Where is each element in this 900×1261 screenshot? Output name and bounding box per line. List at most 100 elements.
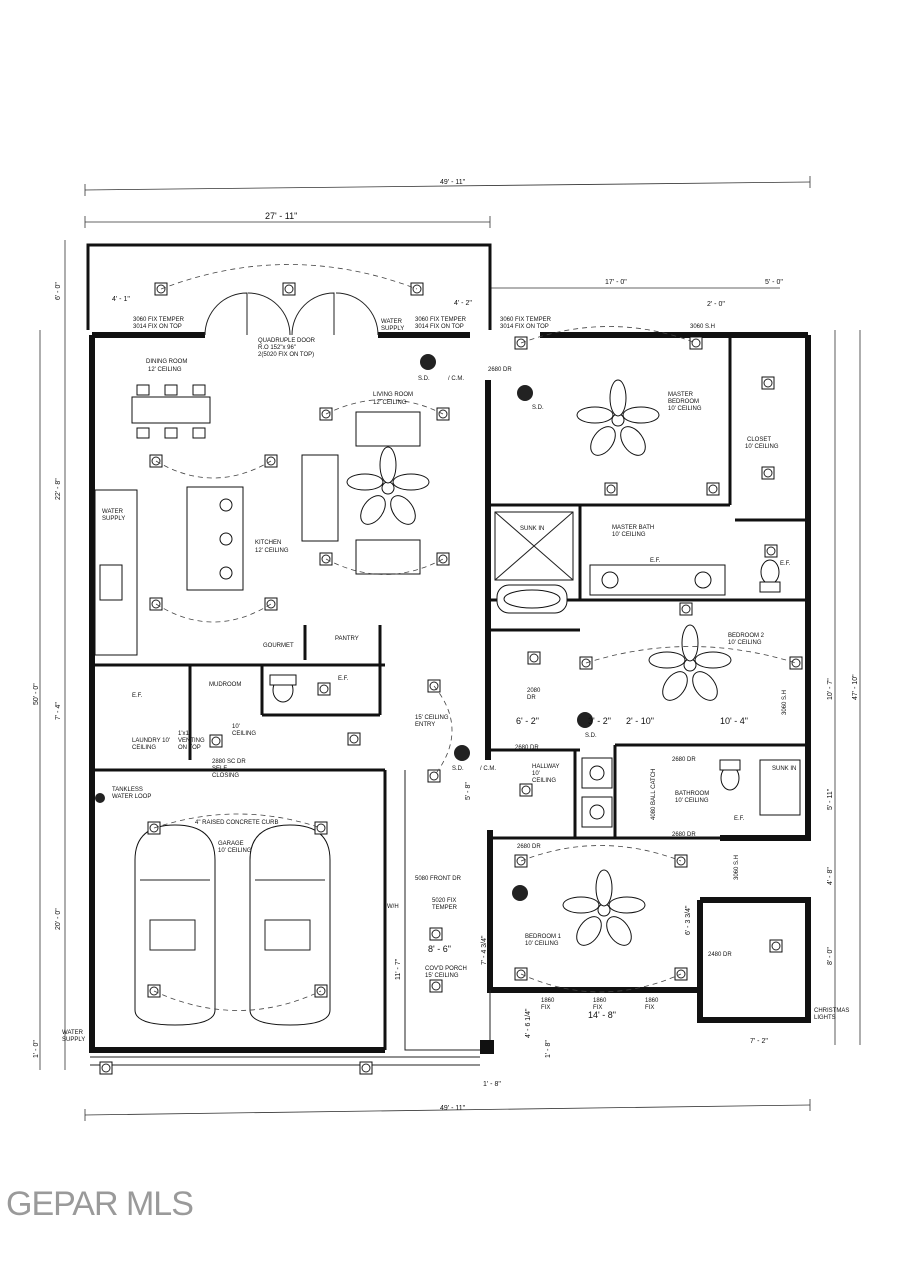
note-dr-2680-e: 2680 DR xyxy=(517,844,541,850)
dim-6-0: 6' - 0" xyxy=(55,282,62,300)
dim-depth-right: 47' - 10" xyxy=(852,674,859,700)
quadruple-door[interactable] xyxy=(204,292,379,336)
note-fix-temper-1: 3060 FIX TEMPER xyxy=(133,317,185,323)
wiring xyxy=(153,264,797,1011)
toilets xyxy=(269,559,781,791)
ceiling-fan-bedroom1 xyxy=(562,869,646,946)
note-quad-door-fix: 2(5020 FIX ON TOP) xyxy=(258,352,314,358)
label-entry: ENTRY xyxy=(415,722,435,728)
dim-5-11: 5' - 11" xyxy=(827,788,834,810)
interior-dimensions: 6' - 2" 2' - 10" 10' - 4" 3' - 2" 14' - … xyxy=(395,716,748,1088)
note-quad-door-ro: R.O 152"x 96" xyxy=(258,345,296,351)
dim-depth-left: 50' - 0" xyxy=(33,683,40,705)
label-gourmet: GOURMET xyxy=(263,643,294,649)
hall-bath-sinks xyxy=(581,757,613,828)
note-water-3: WATER xyxy=(62,1030,84,1036)
label-hallway-ceiling: 10' xyxy=(532,771,540,777)
note-sd-4: S.D. xyxy=(452,766,464,772)
label-kitchen: KITCHEN xyxy=(255,540,281,546)
note-ceiling-10b: CEILING xyxy=(232,731,256,737)
note-ef-3: E.F. xyxy=(650,558,661,564)
dim-20-0: 20' - 0" xyxy=(55,908,62,930)
dining-table xyxy=(131,384,211,439)
dim-2-0: 2' - 0" xyxy=(707,301,725,308)
note-ef-4: E.F. xyxy=(780,561,791,567)
dim-5-0: 5' - 0" xyxy=(765,279,783,286)
kitchen-island xyxy=(186,486,244,591)
bathtub xyxy=(496,584,568,614)
dim-10-7: 10' - 7" xyxy=(827,678,834,700)
note-tankless2: WATER LOOP xyxy=(112,794,151,800)
note-fix-top-1: 3014 FIX ON TOP xyxy=(133,324,182,330)
note-1860-a: 1860 xyxy=(541,998,555,1004)
label-master: MASTER xyxy=(668,392,694,398)
label-closet: CLOSET xyxy=(747,437,771,443)
label-master-bath-ceiling: 10' CEILING xyxy=(612,532,646,538)
note-fix-5020b: TEMPER xyxy=(432,905,458,911)
note-quad-door: QUADRUPLE DOOR xyxy=(258,338,316,344)
note-1860-b2: FIX xyxy=(593,1005,602,1011)
dim-3-2: 3' - 2" xyxy=(588,716,611,726)
note-1860-a2: FIX xyxy=(541,1005,550,1011)
note-cm-1: / C.M. xyxy=(448,376,464,382)
note-sunk-in-1: SUNK IN xyxy=(520,526,544,532)
label-master-bedroom: BEDROOM xyxy=(668,399,699,405)
label-hallway: HALLWAY xyxy=(532,764,560,770)
master-shower xyxy=(494,511,574,581)
dim-8-0: 8' - 0" xyxy=(827,947,834,965)
ceiling-fan-bedroom2 xyxy=(648,624,732,701)
note-dr-2680-d: 2680 DR xyxy=(672,832,696,838)
note-sh-3060: 3060 S.H xyxy=(690,324,715,330)
dim-7-4-34: 7' - 4 3/4" xyxy=(481,935,488,965)
note-cm-2: / C.M. xyxy=(480,766,496,772)
label-bedroom1-ceiling: 10' CEILING xyxy=(525,941,559,947)
note-1860-b: 1860 xyxy=(593,998,607,1004)
dim-1-8b: 1' - 8" xyxy=(483,1081,501,1088)
note-sd-3: S.D. xyxy=(585,733,597,739)
note-christmas: CHRISTMAS xyxy=(814,1008,849,1014)
dim-7-2: 7' - 2" xyxy=(750,1038,768,1045)
dim-overall-bottom: 49' - 11" xyxy=(440,1105,466,1112)
note-dr-2680-a: 2680 DR xyxy=(488,367,512,373)
note-venting2: VENTING xyxy=(178,738,205,744)
dim-4-8: 4' - 8" xyxy=(827,867,834,885)
note-fix-5020: 5020 FIX xyxy=(432,898,456,904)
garage-car-left xyxy=(134,824,216,1026)
label-living: LIVING ROOM xyxy=(373,392,413,398)
dim-4-2: 4' - 2" xyxy=(454,300,472,307)
note-dr-2080: 2080 xyxy=(527,688,541,694)
note-water-1b: SUPPLY xyxy=(381,326,404,332)
note-tankless: TANKLESS xyxy=(112,787,143,793)
label-living-ceiling: 12' CEILING xyxy=(373,400,407,406)
dim-11-7: 11' - 7" xyxy=(395,958,402,980)
bath-shower xyxy=(759,759,801,816)
dim-17-0: 17' - 0" xyxy=(605,279,627,286)
label-hallway-ceiling2: CEILING xyxy=(532,778,556,784)
notes: QUADRUPLE DOOR R.O 152"x 96" 2(5020 FIX … xyxy=(62,317,849,1043)
dim-front-width: 27' - 11" xyxy=(265,211,297,221)
note-sc-dr2: SELF xyxy=(212,766,227,772)
master-vanity xyxy=(589,564,726,596)
dim-overall-top: 49' - 11" xyxy=(440,179,466,186)
label-garage: GARAGE xyxy=(218,841,244,847)
note-ef-5: E.F. xyxy=(734,816,745,822)
garage-car-right xyxy=(249,824,331,1026)
note-water-2b: SUPPLY xyxy=(102,516,125,522)
dim-4-1: 4' - 1" xyxy=(112,296,130,303)
label-master-bath: MASTER BATH xyxy=(612,525,654,531)
note-dr-2080b: DR xyxy=(527,695,536,701)
label-bathroom-ceiling: 10' CEILING xyxy=(675,798,709,804)
note-sh-3060-b: 3060 S.H xyxy=(782,690,788,715)
note-wh: W/H xyxy=(387,904,399,910)
dim-4-6-14: 4' - 6 1/4" xyxy=(525,1008,532,1038)
label-porch: COV'D PORCH xyxy=(425,966,467,972)
note-curb: 4" RAISED CONCRETE CURB xyxy=(195,820,278,826)
label-laundry: LAUNDRY 10' xyxy=(132,738,170,744)
note-front-dr: 5080 FRONT DR xyxy=(415,876,462,882)
mls-watermark: GEPAR MLS xyxy=(6,1185,194,1223)
note-1860-c: 1860 xyxy=(645,998,659,1004)
note-water-1: WATER xyxy=(381,319,403,325)
note-venting3: ON TOP xyxy=(178,745,201,751)
note-sd-1: S.D. xyxy=(418,376,430,382)
